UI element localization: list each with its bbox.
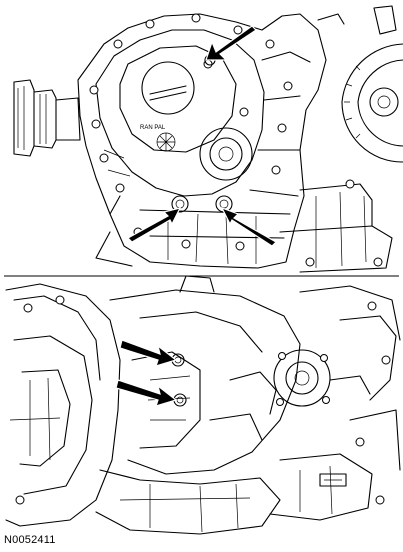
output-shaft-flange — [13, 79, 81, 157]
engine-block — [109, 275, 301, 475]
upper-panel: RAN PAL — [13, 5, 403, 273]
pump-cover — [273, 349, 371, 407]
arrow-callout-lower — [115, 379, 178, 407]
figure-id-label: N0052411 — [4, 534, 56, 546]
lower-frame — [95, 183, 393, 273]
flywheel — [317, 5, 403, 163]
oil-pan — [95, 469, 281, 535]
lower-panel — [5, 275, 401, 535]
arrow-callout-left — [127, 207, 182, 243]
arrow-callout-right — [220, 206, 277, 247]
right-block — [269, 285, 401, 521]
arrow-callout-upper — [119, 339, 178, 367]
arrow-callout-top — [205, 25, 257, 61]
transmission-case: RAN PAL — [77, 13, 327, 269]
housing-bolts — [89, 13, 383, 267]
case-marking: RAN PAL — [140, 125, 166, 131]
cylinder-bank — [5, 283, 121, 527]
